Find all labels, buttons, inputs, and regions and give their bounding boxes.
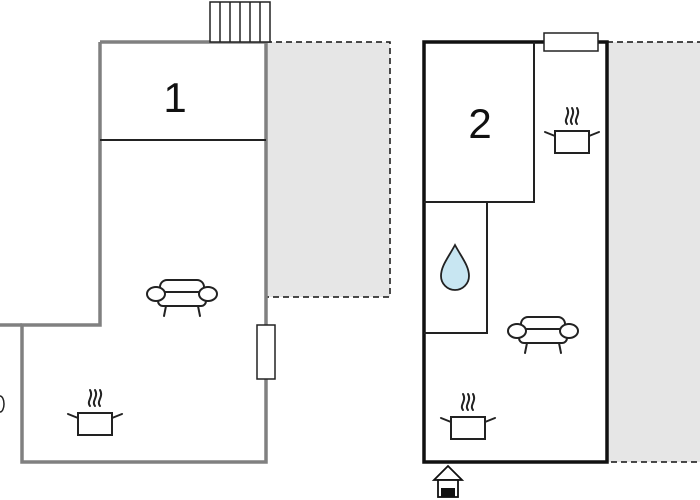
sofa-icon — [507, 316, 579, 354]
unit-right: 2 — [422, 32, 700, 498]
window-icon — [256, 324, 276, 380]
kitchen-pot-icon — [440, 393, 496, 440]
room-label-2: 2 — [468, 100, 491, 147]
fragment-left-edge — [0, 395, 5, 413]
stairs-icon — [209, 1, 271, 43]
terrace-left — [265, 41, 391, 298]
water-drop-icon — [440, 243, 470, 291]
entrance-icon — [431, 464, 465, 498]
terrace-right — [606, 41, 700, 463]
room-divider-2 — [424, 42, 535, 203]
sofa-icon — [146, 279, 218, 317]
unit-left: 1 — [0, 1, 391, 464]
wall-outline-left — [20, 40, 268, 464]
window-icon — [543, 32, 599, 52]
room-label-1: 1 — [163, 74, 186, 121]
kitchen-pot-icon — [544, 107, 600, 154]
bathroom-divider — [424, 202, 488, 334]
wall-outline-right — [422, 40, 609, 464]
kitchen-pot-icon — [67, 389, 123, 436]
